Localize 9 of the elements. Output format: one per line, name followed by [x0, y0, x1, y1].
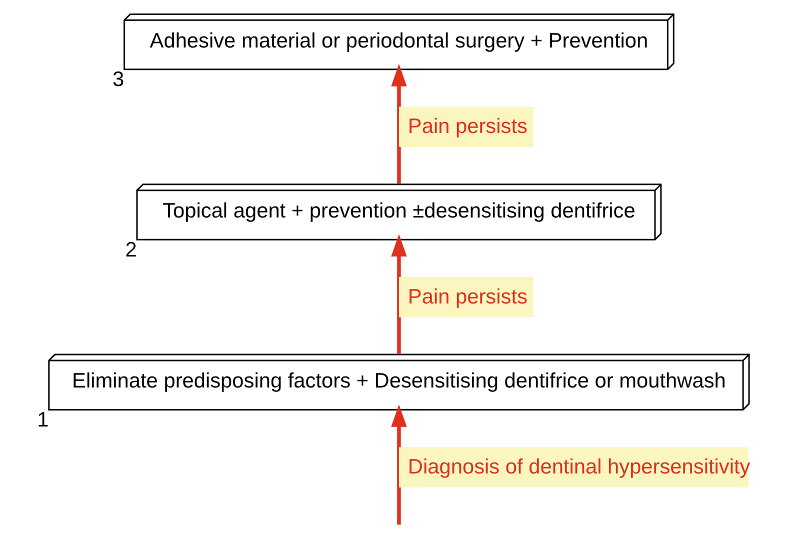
edge-label: Pain persists: [408, 115, 528, 138]
node-label: 1: [37, 408, 49, 432]
edge-label: Pain persists: [408, 285, 528, 308]
arrow: [391, 234, 407, 354]
node-label: 3: [112, 68, 124, 92]
node-label: 2: [125, 238, 137, 262]
edge-label: Diagnosis of dentinal hypersensitivity: [408, 456, 750, 479]
arrow: [391, 64, 407, 184]
arrow: [391, 404, 407, 525]
